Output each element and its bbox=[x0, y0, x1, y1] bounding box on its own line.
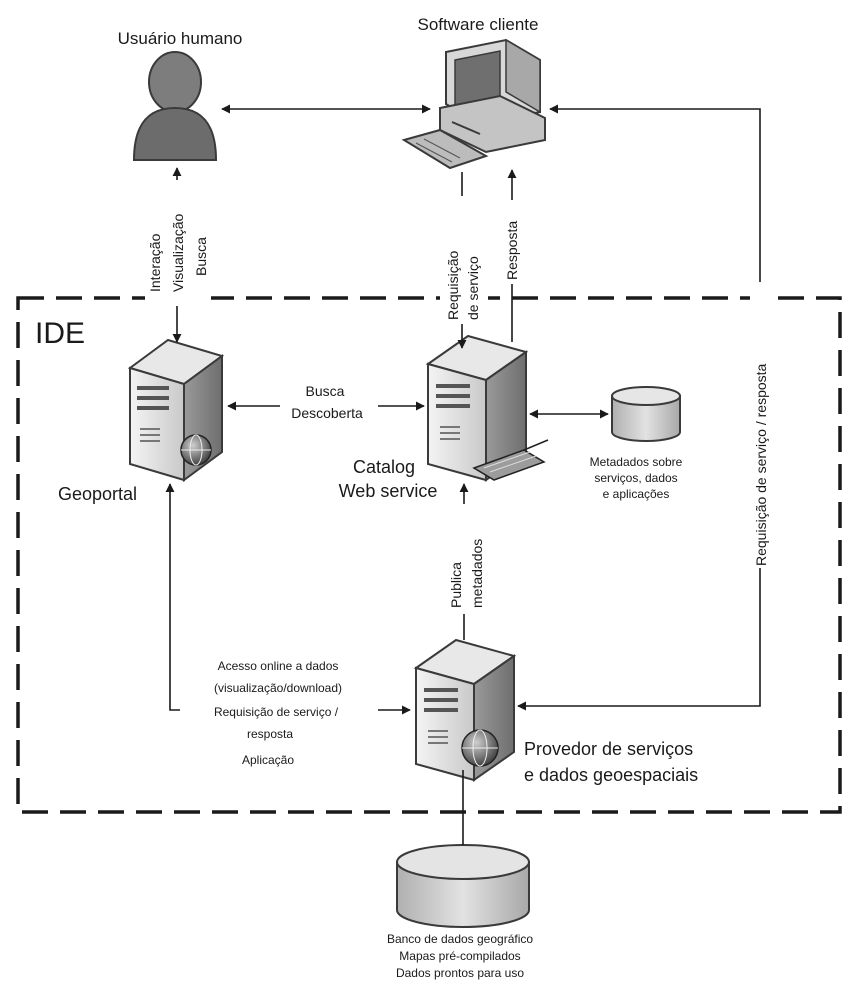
metadata-database-icon bbox=[611, 386, 681, 442]
response-label: Resposta bbox=[504, 221, 520, 280]
request-response-vertical-group: Requisição de serviço / resposta bbox=[750, 282, 772, 568]
search-labels: Busca Descoberta bbox=[280, 378, 378, 426]
provider-label-line1: Provedor de serviços bbox=[524, 739, 693, 759]
catalog-label-line1: Catalog bbox=[353, 457, 415, 477]
ide-boundary bbox=[16, 296, 842, 814]
request-labels: Requisição de serviço bbox=[440, 196, 488, 324]
catalog-server-icon bbox=[425, 334, 529, 482]
publish-label-line2: metadados bbox=[469, 539, 485, 608]
publish-labels: Publica metadados bbox=[444, 504, 488, 614]
geoportal-server-icon bbox=[127, 338, 225, 482]
access-label-line2: (visualização/download) bbox=[214, 681, 342, 695]
database-label-line2: Mapas pré-compilados bbox=[399, 949, 520, 963]
database-label-line1: Banco de dados geográfico bbox=[387, 932, 533, 946]
geoportal-label: Geoportal bbox=[58, 484, 137, 504]
request-response-vertical-label: Requisição de serviço / resposta bbox=[753, 363, 769, 566]
access-label-line4: resposta bbox=[247, 727, 293, 741]
request-label-line2: de serviço bbox=[465, 256, 481, 320]
interaction-label-line1: Interação bbox=[147, 233, 163, 292]
response-label-group: Resposta bbox=[502, 200, 524, 284]
interaction-labels: Interação Visualização Busca bbox=[145, 180, 211, 306]
publish-label-line1: Publica bbox=[448, 562, 464, 608]
metadata-label-line1: Metadados sobre bbox=[590, 455, 683, 469]
client-software-label: Software cliente bbox=[418, 15, 539, 34]
metadata-label-line3: e aplicações bbox=[603, 487, 670, 501]
search-label-line1: Busca bbox=[306, 383, 345, 399]
search-label-line2: Descoberta bbox=[291, 405, 363, 421]
access-label-line1: Acesso online a dados bbox=[218, 659, 339, 673]
provider-label-line2: e dados geoespaciais bbox=[524, 765, 698, 785]
access-labels: Acesso online a dados (visualização/down… bbox=[180, 656, 378, 774]
human-user-icon bbox=[132, 51, 218, 161]
ide-label: IDE bbox=[35, 317, 85, 350]
metadata-label-line2: serviços, dados bbox=[594, 471, 677, 485]
geographic-database-icon bbox=[396, 844, 530, 928]
database-label-line3: Dados prontos para uso bbox=[396, 966, 524, 980]
interaction-label-line3: Busca bbox=[193, 237, 209, 276]
catalog-label-line2: Web service bbox=[339, 481, 438, 501]
provider-globe-icon bbox=[461, 729, 499, 767]
access-label-line3: Requisição de serviço / bbox=[214, 705, 339, 719]
client-computer-icon bbox=[401, 38, 546, 170]
human-user-label: Usuário humano bbox=[118, 29, 243, 48]
interaction-label-line2: Visualização bbox=[170, 213, 186, 292]
access-label-line5: Aplicação bbox=[242, 753, 294, 767]
geoportal-globe-icon bbox=[180, 434, 212, 466]
request-label-line1: Requisição bbox=[445, 251, 461, 320]
